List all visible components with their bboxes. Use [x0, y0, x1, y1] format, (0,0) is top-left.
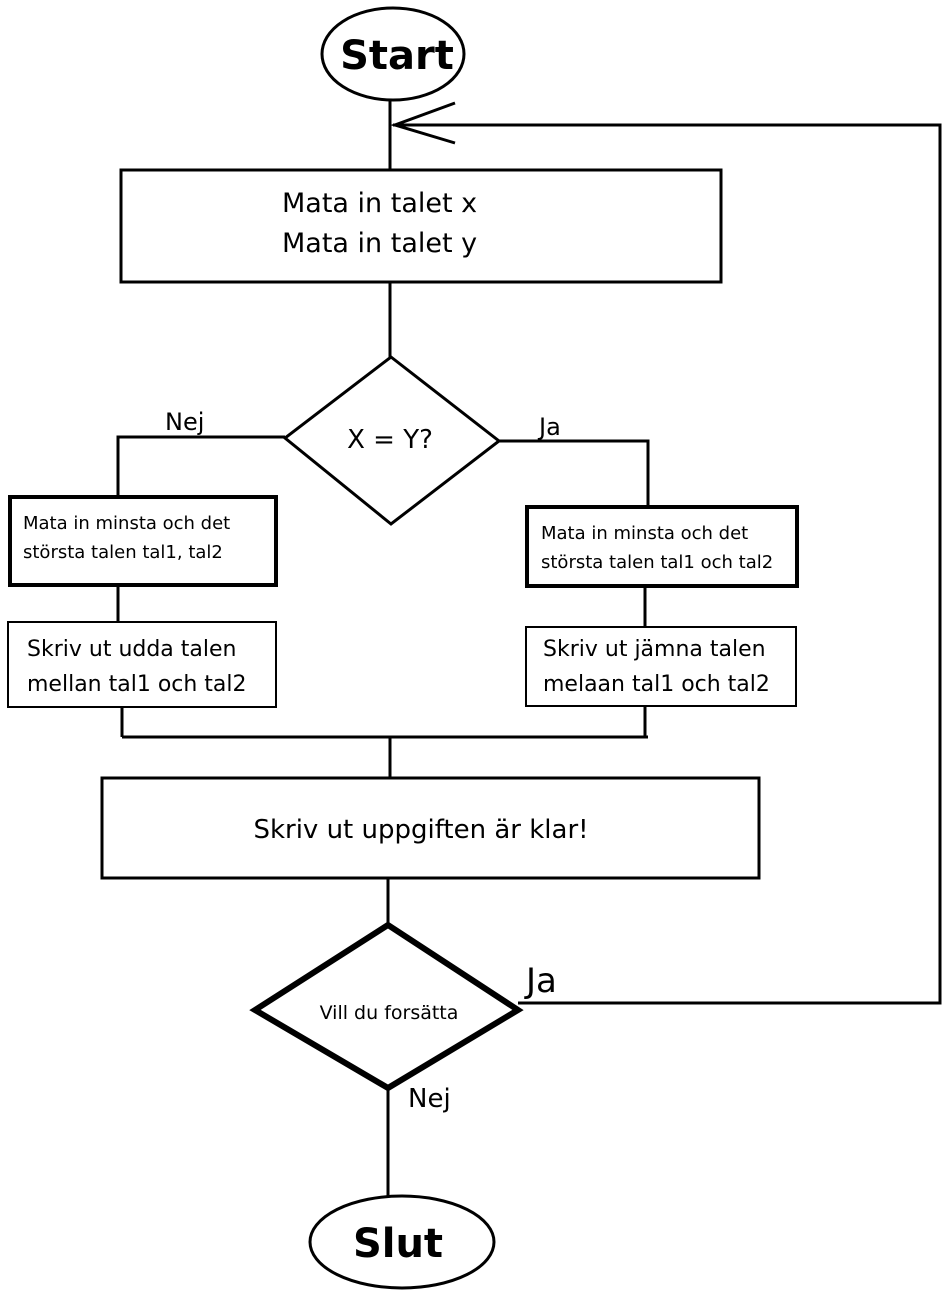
- decision-continue-question: Vill du forsätta: [320, 1002, 459, 1024]
- left-input-line2: största talen tal1, tal2: [23, 542, 223, 563]
- decision-continue-yes-label: Ja: [524, 961, 557, 1001]
- left-output-line1: Skriv ut udda talen: [27, 637, 236, 662]
- decision-equal-question: X = Y?: [347, 425, 433, 455]
- end-label: Slut: [353, 1221, 443, 1267]
- start-terminal: Start: [320, 6, 466, 102]
- input-process-box: [119, 168, 723, 284]
- input-process: Mata in talet x Mata in talet y: [119, 168, 723, 284]
- line-loop-back: [393, 123, 942, 1005]
- right-input-process: Mata in minsta och det största talen tal…: [525, 505, 799, 588]
- end-terminal: Slut: [308, 1194, 496, 1290]
- done-process-text: Skriv ut uppgiften är klar!: [253, 815, 588, 845]
- line-decision-to-left: [116, 435, 285, 497]
- left-input-line1: Mata in minsta och det: [23, 513, 230, 534]
- done-process-box: [100, 776, 761, 880]
- decision-continue: Vill du forsätta Ja Nej: [249, 921, 557, 1114]
- input-line-x: Mata in talet x: [282, 188, 477, 219]
- right-input-line2: största talen tal1 och tal2: [541, 552, 773, 573]
- end-ellipse: [308, 1194, 496, 1290]
- left-output-box: [7, 621, 277, 708]
- done-process: Skriv ut uppgiften är klar!: [100, 776, 761, 880]
- right-output-line2: melaan tal1 och tal2: [543, 672, 770, 697]
- loop-arrow-head: [390, 101, 456, 145]
- connector-lines: [116, 100, 942, 1198]
- start-label: Start: [340, 33, 454, 79]
- right-input-box: [525, 505, 799, 588]
- left-input-process: Mata in minsta och det största talen tal…: [8, 495, 278, 587]
- left-output-process: Skriv ut udda talen mellan tal1 och tal2: [7, 621, 277, 708]
- decision-equal-diamond: [282, 355, 502, 526]
- line-decision-to-right: [498, 439, 650, 505]
- decision-equal-yes-label: Ja: [537, 413, 561, 441]
- decision-equal-no-label: Nej: [165, 408, 204, 436]
- left-output-line2: mellan tal1 och tal2: [27, 672, 247, 697]
- decision-equal: X = Y? Nej Ja: [165, 355, 561, 526]
- decision-continue-diamond: [249, 921, 524, 1092]
- right-output-box: [525, 626, 797, 707]
- decision-continue-no-label: Nej: [408, 1084, 451, 1114]
- right-input-line1: Mata in minsta och det: [541, 523, 748, 544]
- start-ellipse: [320, 6, 466, 102]
- left-input-box: [8, 495, 278, 587]
- input-line-y: Mata in talet y: [282, 228, 477, 259]
- right-output-line1: Skriv ut jämna talen: [543, 637, 766, 662]
- right-output-process: Skriv ut jämna talen melaan tal1 och tal…: [525, 626, 797, 707]
